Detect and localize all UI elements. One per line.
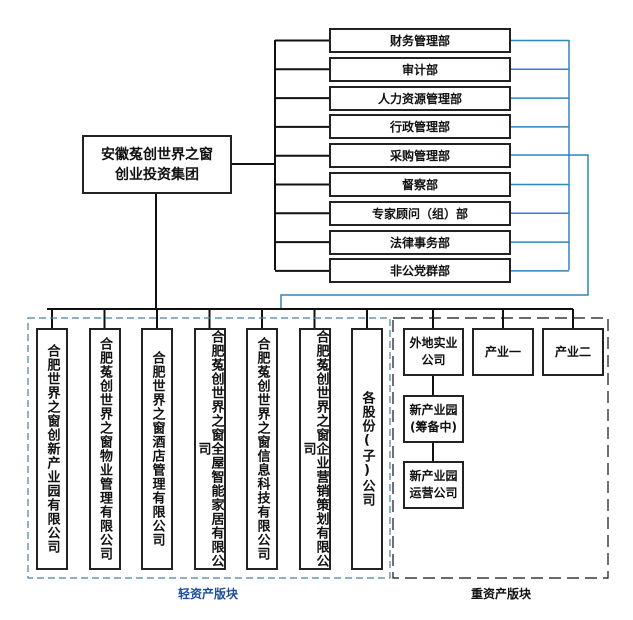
- subsidiary-box[interactable]: 合肥菟创世界之窗物业管理有限公司: [88, 328, 121, 570]
- subsidiary-label: 各股份(子)公司: [359, 391, 375, 507]
- subsidiary-label: 合肥世界之窗酒店管理有限公司: [149, 351, 165, 547]
- department-box[interactable]: 专家顾问（组）部: [329, 200, 511, 226]
- department-label: 专家顾问（组）部: [371, 206, 468, 221]
- heavy-operator-box[interactable]: 新产业园 运营公司: [403, 461, 464, 509]
- department-box[interactable]: 非公党群部: [329, 258, 511, 284]
- subsidiary-label: 合肥菟创世界之窗信息科技有限公司: [254, 337, 270, 561]
- department-label: 非公党群部: [389, 264, 450, 279]
- heavy-newpark-box[interactable]: 新产业园 (筹备中): [403, 395, 464, 443]
- department-box[interactable]: 财务管理部: [329, 28, 511, 53]
- newpark-line2: (筹备中): [410, 420, 457, 434]
- department-box[interactable]: 人力资源管理部: [329, 85, 511, 111]
- branch-line1: 外地实业: [409, 336, 458, 350]
- subsidiary-box[interactable]: 合肥菟创世界之窗信息科技有限公司: [246, 328, 278, 570]
- subsidiary-box[interactable]: 合肥菟创世界之窗全屋智能家居有限公司: [193, 328, 226, 570]
- light-asset-label: 轻资产版块: [178, 587, 239, 601]
- department-box[interactable]: 法律事务部: [329, 229, 511, 255]
- department-label: 人力资源管理部: [377, 91, 462, 106]
- department-box[interactable]: 采购管理部: [329, 143, 511, 169]
- subsidiary-label: 合肥世界之窗创新产业园有限公司: [44, 344, 60, 554]
- department-label: 行政管理部: [389, 120, 450, 135]
- department-box[interactable]: 行政管理部: [329, 114, 511, 140]
- subsidiary-label: 合肥菟创世界之窗全屋智能家居有限公司: [195, 330, 224, 568]
- dept-accent-lines: [510, 39, 569, 272]
- department-box[interactable]: 督察部: [329, 172, 511, 197]
- operator-line1: 新产业园: [409, 469, 458, 483]
- department-label: 采购管理部: [389, 149, 450, 164]
- light-asset-group: [27, 317, 391, 579]
- department-box[interactable]: 审计部: [329, 56, 511, 82]
- root-line1: 安徽菟创世界之窗: [101, 146, 213, 163]
- department-label: 法律事务部: [389, 235, 450, 250]
- purchase-accent-line: [280, 154, 589, 309]
- heavy-asset-label: 重资产版块: [471, 587, 532, 601]
- department-label: 审计部: [401, 62, 438, 77]
- heavy-branch-box[interactable]: 外地实业 公司: [403, 328, 464, 376]
- industry-two-box[interactable]: 产业二: [542, 328, 604, 376]
- newpark-line1: 新产业园: [409, 403, 458, 417]
- bottom-stubs: [51, 309, 574, 329]
- industry-one-box[interactable]: 产业一: [472, 328, 534, 376]
- subsidiary-box[interactable]: 合肥菟创世界之窗企业营销策划有限公司: [298, 328, 331, 570]
- industry-two-label: 产业二: [554, 344, 591, 359]
- root-company[interactable]: 安徽菟创世界之窗 创业投资集团: [82, 135, 232, 194]
- dept-stubs: [275, 39, 330, 272]
- subsidiary-label: 合肥菟创世界之窗物业管理有限公司: [97, 337, 112, 561]
- root-line2: 创业投资集团: [115, 166, 199, 183]
- operator-line2: 运营公司: [409, 486, 458, 500]
- branch-line2: 公司: [421, 353, 446, 367]
- subsidiary-box[interactable]: 合肥世界之窗酒店管理有限公司: [141, 328, 173, 570]
- heavy-asset-group: [392, 317, 609, 579]
- industry-one-label: 产业一: [484, 344, 521, 359]
- subsidiary-box[interactable]: 各股份(子)公司: [351, 328, 383, 570]
- department-label: 财务管理部: [389, 34, 450, 48]
- department-label: 督察部: [401, 178, 438, 192]
- subsidiary-box[interactable]: 合肥世界之窗创新产业园有限公司: [36, 328, 68, 570]
- subsidiary-label: 合肥菟创世界之窗企业营销策划有限公司: [300, 330, 329, 568]
